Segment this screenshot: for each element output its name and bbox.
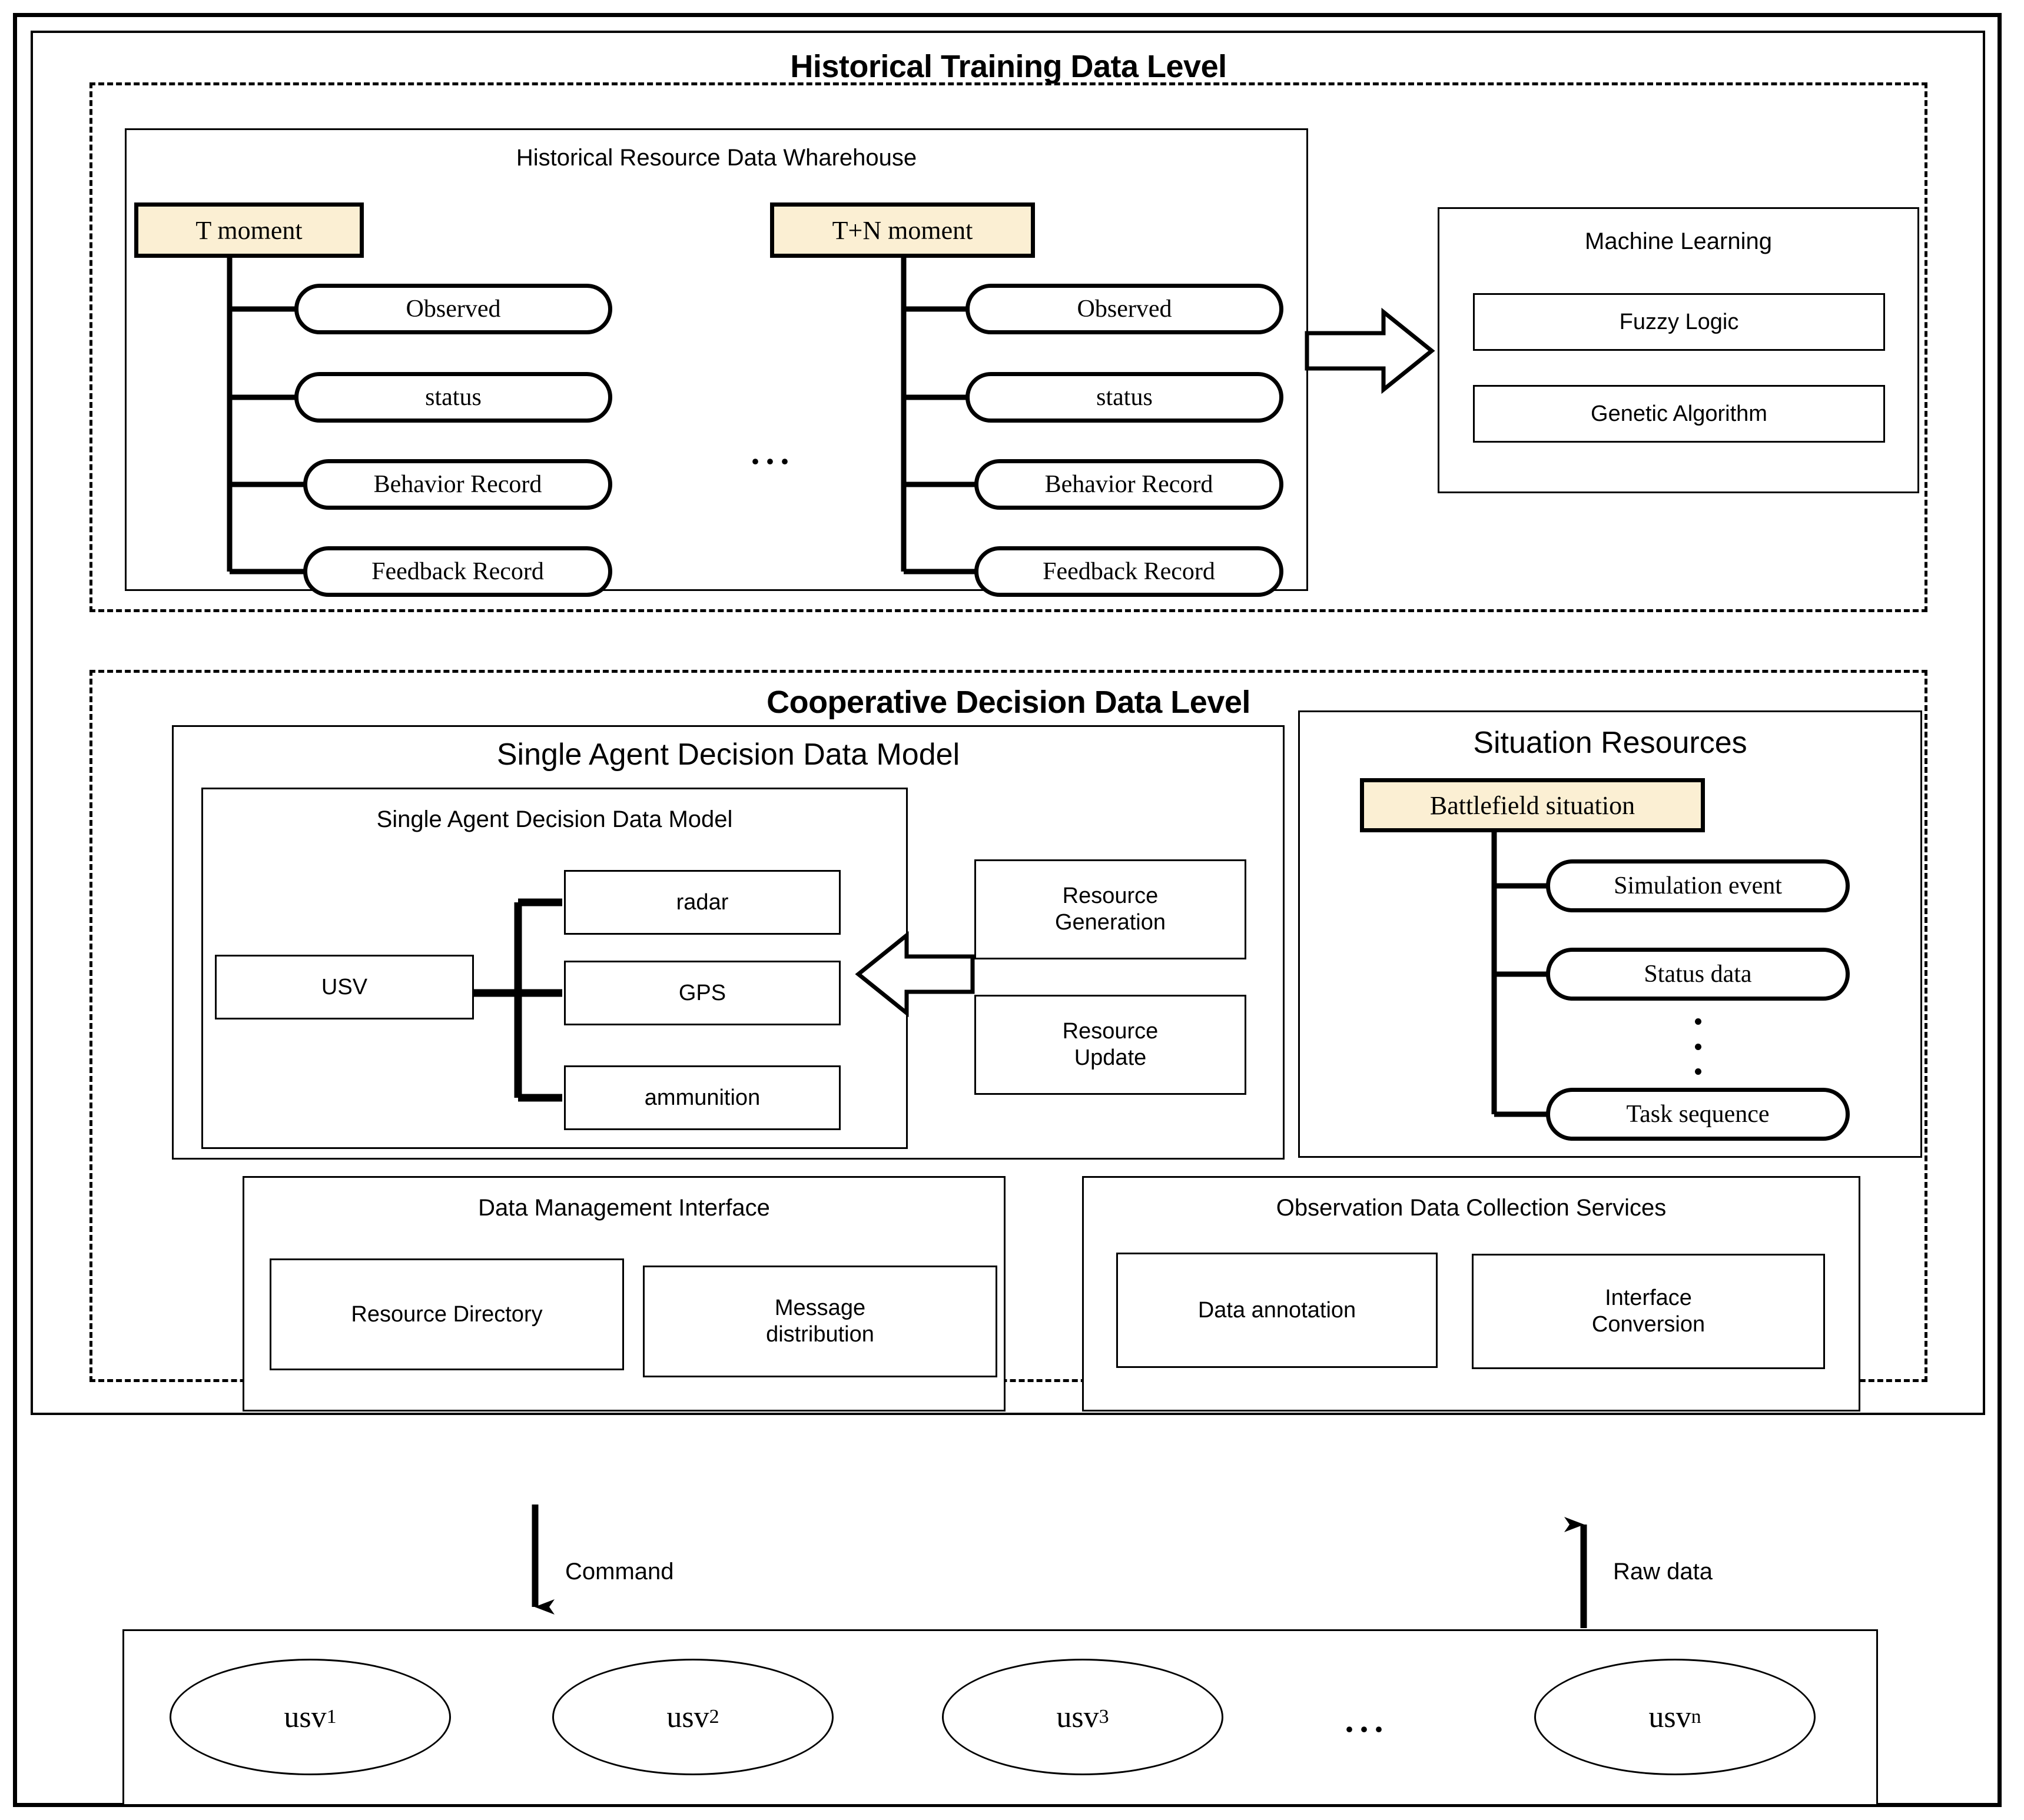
situation-resources-title: Situation Resources <box>1473 726 1747 760</box>
resource-update-box[interactable]: Resource Update <box>974 995 1246 1095</box>
dm-item-message-distribution[interactable]: Message distribution <box>643 1266 997 1377</box>
interface-conversion-line2: Conversion <box>1591 1312 1706 1337</box>
data-management-title: Data Management Interface <box>478 1195 770 1221</box>
situation-child-simulation-event[interactable]: Simulation event <box>1546 859 1850 912</box>
tn-moment-child-feedback-record[interactable]: Feedback Record <box>974 546 1283 597</box>
resource-generation-line2: Generation <box>1054 910 1166 935</box>
situation-vertical-ellipsis <box>1694 1018 1701 1075</box>
fleet-unit-usv3-sub: 3 <box>1099 1706 1109 1728</box>
historical-level-title: Historical Training Data Level <box>790 49 1227 84</box>
fleet-unit-usv3-base: usv <box>1056 1700 1099 1734</box>
tn-moment-child-status[interactable]: status <box>965 372 1283 423</box>
resource-update-line2: Update <box>1074 1045 1147 1070</box>
fleet-unit-usv2-sub: 2 <box>709 1706 719 1728</box>
historical-training-data-level <box>89 82 1927 612</box>
warehouse-title: Historical Resource Data Wharehouse <box>516 145 917 171</box>
moments-ellipsis: ... <box>751 433 795 471</box>
dm-item-resource-directory[interactable]: Resource Directory <box>270 1258 624 1370</box>
t-moment-node[interactable]: T moment <box>134 202 364 258</box>
fleet-unit-usv1-sub: 1 <box>326 1706 337 1728</box>
t-plus-n-moment-node[interactable]: T+N moment <box>770 202 1035 258</box>
historical-resource-data-warehouse-panel <box>125 128 1308 591</box>
usv-child-ammunition[interactable]: ammunition <box>564 1065 841 1130</box>
fleet-ellipsis: ... <box>1345 1701 1389 1739</box>
tn-moment-child-behavior-record[interactable]: Behavior Record <box>974 459 1283 510</box>
raw-data-flow-label: Raw data <box>1613 1559 1713 1585</box>
fleet-unit-usvn-base: usv <box>1648 1700 1691 1734</box>
t-moment-child-observed[interactable]: Observed <box>294 284 612 334</box>
resource-generation-line1: Resource <box>1062 884 1159 909</box>
interface-conversion-line1: Interface <box>1605 1286 1692 1311</box>
t-moment-child-status[interactable]: status <box>294 372 612 423</box>
cooperative-decision-data-level <box>89 670 1927 1382</box>
command-flow-label: Command <box>565 1559 674 1585</box>
message-distribution-line1: Message <box>774 1296 866 1321</box>
situation-child-status-data[interactable]: Status data <box>1546 948 1850 1001</box>
t-moment-child-feedback-record[interactable]: Feedback Record <box>303 546 612 597</box>
resource-update-line1: Resource <box>1062 1019 1159 1044</box>
machine-learning-title: Machine Learning <box>1585 228 1772 254</box>
fleet-unit-usvn-sub: n <box>1691 1706 1701 1728</box>
single-agent-outer-title: Single Agent Decision Data Model <box>496 738 960 772</box>
usv-child-radar[interactable]: radar <box>564 870 841 935</box>
tn-moment-child-observed[interactable]: Observed <box>965 284 1283 334</box>
fleet-unit-usv1-base: usv <box>284 1700 327 1734</box>
observation-services-title: Observation Data Collection Services <box>1276 1195 1667 1221</box>
message-distribution-line2: distribution <box>766 1322 874 1347</box>
system-boundary-box <box>31 31 1985 1415</box>
usv-child-gps[interactable]: GPS <box>564 961 841 1025</box>
ml-item-fuzzy-logic[interactable]: Fuzzy Logic <box>1473 293 1885 351</box>
obs-item-data-annotation[interactable]: Data annotation <box>1116 1253 1438 1368</box>
obs-item-interface-conversion[interactable]: Interface Conversion <box>1472 1254 1825 1369</box>
ml-item-genetic-algorithm[interactable]: Genetic Algorithm <box>1473 385 1885 443</box>
situation-child-task-sequence[interactable]: Task sequence <box>1546 1088 1850 1141</box>
usv-root-node[interactable]: USV <box>215 955 474 1019</box>
resource-generation-box[interactable]: Resource Generation <box>974 859 1246 959</box>
battlefield-situation-node[interactable]: Battlefield situation <box>1360 778 1705 832</box>
fleet-unit-usv2-base: usv <box>666 1700 709 1734</box>
single-agent-inner-title: Single Agent Decision Data Model <box>376 806 733 832</box>
cooperative-level-title: Cooperative Decision Data Level <box>767 685 1250 720</box>
t-moment-child-behavior-record[interactable]: Behavior Record <box>303 459 612 510</box>
